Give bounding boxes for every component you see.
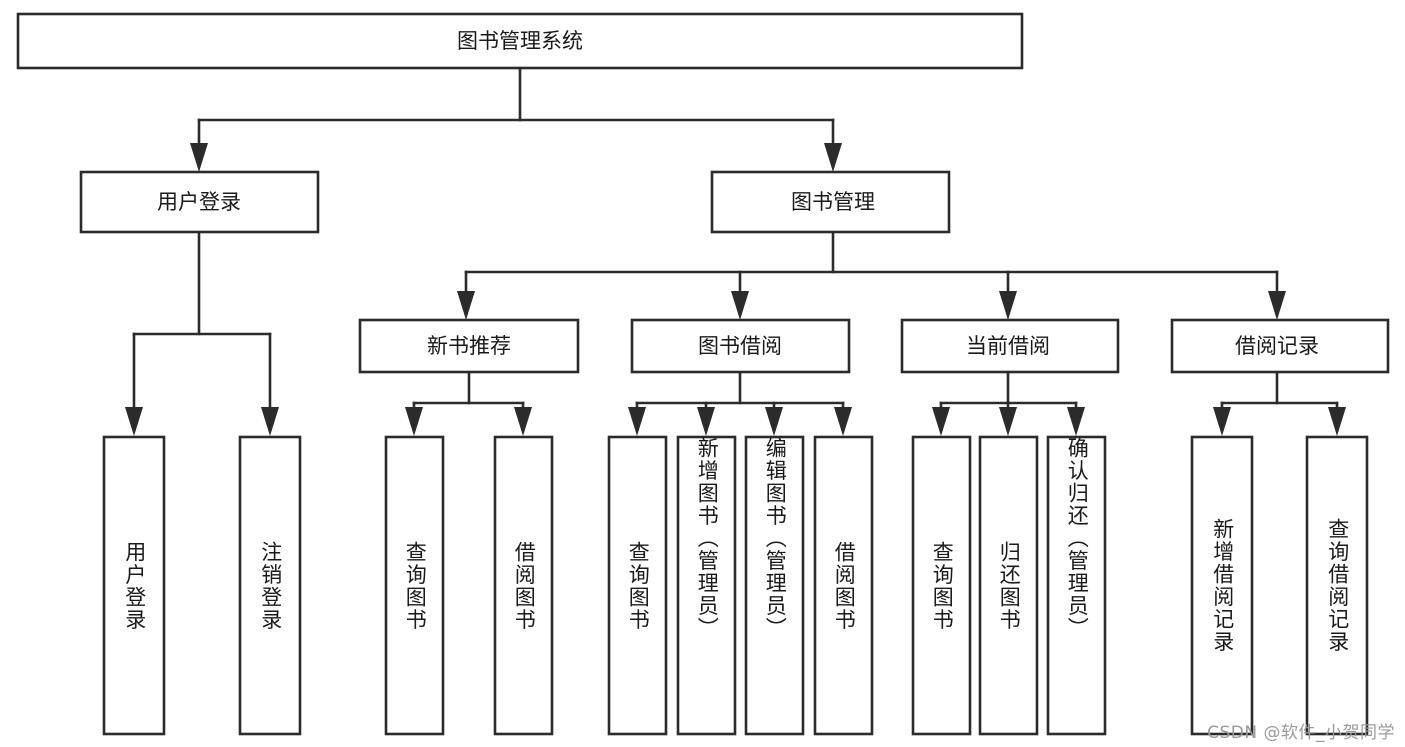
node-box-leaf-edit-book[interactable] <box>744 435 805 736</box>
node-box-current-borrow[interactable] <box>900 318 1120 374</box>
arrow-head-leaf-add-book <box>697 407 715 436</box>
arrow-head-leaf-return-book <box>999 407 1017 436</box>
node-label-book-management: 图书管理 <box>791 190 875 214</box>
arrow-head-leaf-logout <box>261 407 279 436</box>
node-label-current-borrow: 当前借阅 <box>966 334 1050 358</box>
arrow-head-borrow-record <box>1268 291 1286 320</box>
node-box-leaf-user-login[interactable] <box>102 435 166 736</box>
node-box-leaf-confirm-return[interactable] <box>1046 435 1107 736</box>
node-box-borrow-record[interactable] <box>1170 318 1390 374</box>
node-box-book-management[interactable] <box>710 170 951 234</box>
arrow-head-new-book-recommend <box>457 291 475 320</box>
arrow-head-leaf-confirm-return <box>1067 407 1085 436</box>
node-box-leaf-query-record[interactable] <box>1305 435 1369 736</box>
arrow-head-leaf-edit-book <box>765 407 783 436</box>
node-box-leaf-borrow-book-1[interactable] <box>493 435 554 736</box>
arrow-head-leaf-query-book-1 <box>405 407 423 436</box>
node-box-leaf-add-book[interactable] <box>676 435 737 736</box>
node-box-leaf-add-record[interactable] <box>1190 435 1254 736</box>
arrow-head-leaf-query-book-3 <box>932 407 950 436</box>
node-label-new-book-recommend: 新书推荐 <box>427 334 511 358</box>
node-box-leaf-borrow-book-2[interactable] <box>813 435 874 736</box>
node-box-user-login[interactable] <box>79 170 320 234</box>
node-box-leaf-query-book-2[interactable] <box>607 435 668 736</box>
arrow-head-leaf-query-record <box>1328 407 1346 436</box>
node-label-borrow-record: 借阅记录 <box>1235 334 1319 358</box>
csdn-watermark: CSDN @软件_小贺同学 <box>1207 723 1395 743</box>
node-label-root: 图书管理系统 <box>457 29 583 53</box>
arrow-head-user-login <box>190 143 208 172</box>
arrow-head-leaf-borrow-book-2 <box>834 407 852 436</box>
arrow-head-book-borrow <box>731 291 749 320</box>
arrow-head-book-management <box>824 143 842 172</box>
node-box-new-book-recommend[interactable] <box>358 318 580 374</box>
arrow-head-leaf-borrow-book-1 <box>514 407 532 436</box>
node-layer: 图书管理系统 用户登录 图书管理 新书推荐 图书借阅 当前借阅 借阅记录 <box>16 12 1390 736</box>
node-box-leaf-logout[interactable] <box>238 435 302 736</box>
node-label-user-login: 用户登录 <box>157 190 241 214</box>
arrow-head-leaf-user-login <box>125 407 143 436</box>
arrow-head-current-borrow <box>999 291 1017 320</box>
connector-layer <box>125 66 1346 436</box>
arrow-head-leaf-query-book-2 <box>628 407 646 436</box>
node-box-root[interactable] <box>16 12 1024 70</box>
node-label-book-borrow: 图书借阅 <box>698 334 782 358</box>
node-box-leaf-query-book-1[interactable] <box>384 435 445 736</box>
node-box-leaf-query-book-3[interactable] <box>911 435 972 736</box>
node-box-leaf-return-book[interactable] <box>978 435 1039 736</box>
node-box-book-borrow[interactable] <box>630 318 851 374</box>
arrow-head-leaf-add-record <box>1213 407 1231 436</box>
